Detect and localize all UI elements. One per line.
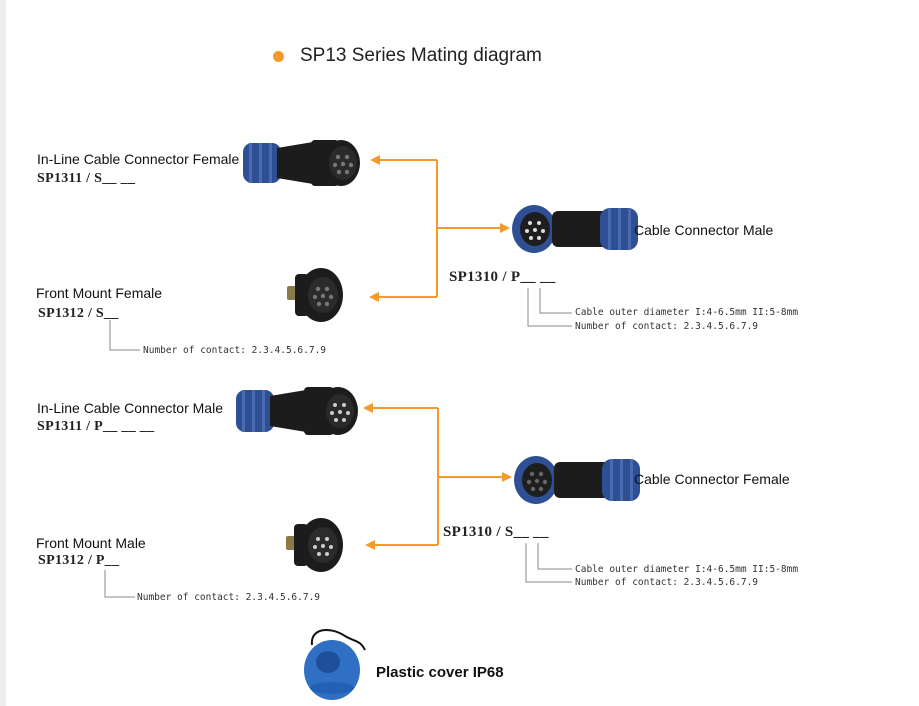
leader-cable-male-diameter (539, 288, 572, 314)
diagram-title: SP13 Series Mating diagram (300, 45, 542, 66)
inline-male-code: SP1311 / P__ __ __ (37, 419, 155, 434)
cable-female-code: SP1310 / S__ __ (443, 524, 549, 540)
cable-male-contacts-note: Number of contact: 2.3.4.5.6.7.9 (575, 321, 759, 332)
front-mount-male-connector-icon (286, 518, 343, 572)
inline-female-code: SP1311 / S__ __ (37, 171, 136, 186)
cable-female-diameter-note: Cable outer diameter I:4-6.5mm II:5-8mm (575, 564, 799, 575)
inline-female-connector-icon (243, 140, 360, 186)
cable-connector-female-icon (514, 456, 640, 504)
front-female-label: Front Mount Female (36, 285, 163, 301)
inline-female-label: In-Line Cable Connector Female (37, 151, 240, 167)
cable-male-label: Cable Connector Male (634, 222, 774, 238)
cable-male-diameter-note: Cable outer diameter I:4-6.5mm II:5-8mm (575, 307, 799, 318)
front-mount-female-connector-icon (287, 268, 343, 322)
leader-cable-male-contacts (527, 288, 572, 327)
plastic-cover-label: Plastic cover IP68 (376, 664, 504, 681)
left-frame-strip (0, 0, 6, 706)
group2-arrows (363, 403, 512, 550)
leader-cable-female-contacts (525, 543, 572, 583)
plastic-cover-icon (304, 628, 366, 700)
cable-male-code: SP1310 / P__ __ (449, 269, 556, 285)
inline-male-connector-icon (236, 387, 358, 435)
leader-front-female-contacts (109, 320, 140, 351)
front-male-contacts-note: Number of contact: 2.3.4.5.6.7.9 (137, 592, 321, 603)
cable-female-label: Cable Connector Female (634, 471, 790, 487)
leader-cable-female-diameter (537, 543, 572, 570)
cable-female-contacts-note: Number of contact: 2.3.4.5.6.7.9 (575, 577, 759, 588)
leader-lines (104, 288, 572, 598)
leader-front-male-contacts (104, 570, 135, 598)
front-female-contacts-note: Number of contact: 2.3.4.5.6.7.9 (143, 345, 327, 356)
inline-male-label: In-Line Cable Connector Male (37, 400, 223, 416)
front-male-label: Front Mount Male (36, 535, 146, 551)
group1-arrows (369, 155, 510, 302)
cable-connector-male-icon (512, 205, 638, 253)
front-female-code: SP1312 / S__ (38, 306, 119, 321)
title-bullet-icon (273, 51, 284, 62)
front-male-code: SP1312 / P__ (38, 553, 120, 568)
